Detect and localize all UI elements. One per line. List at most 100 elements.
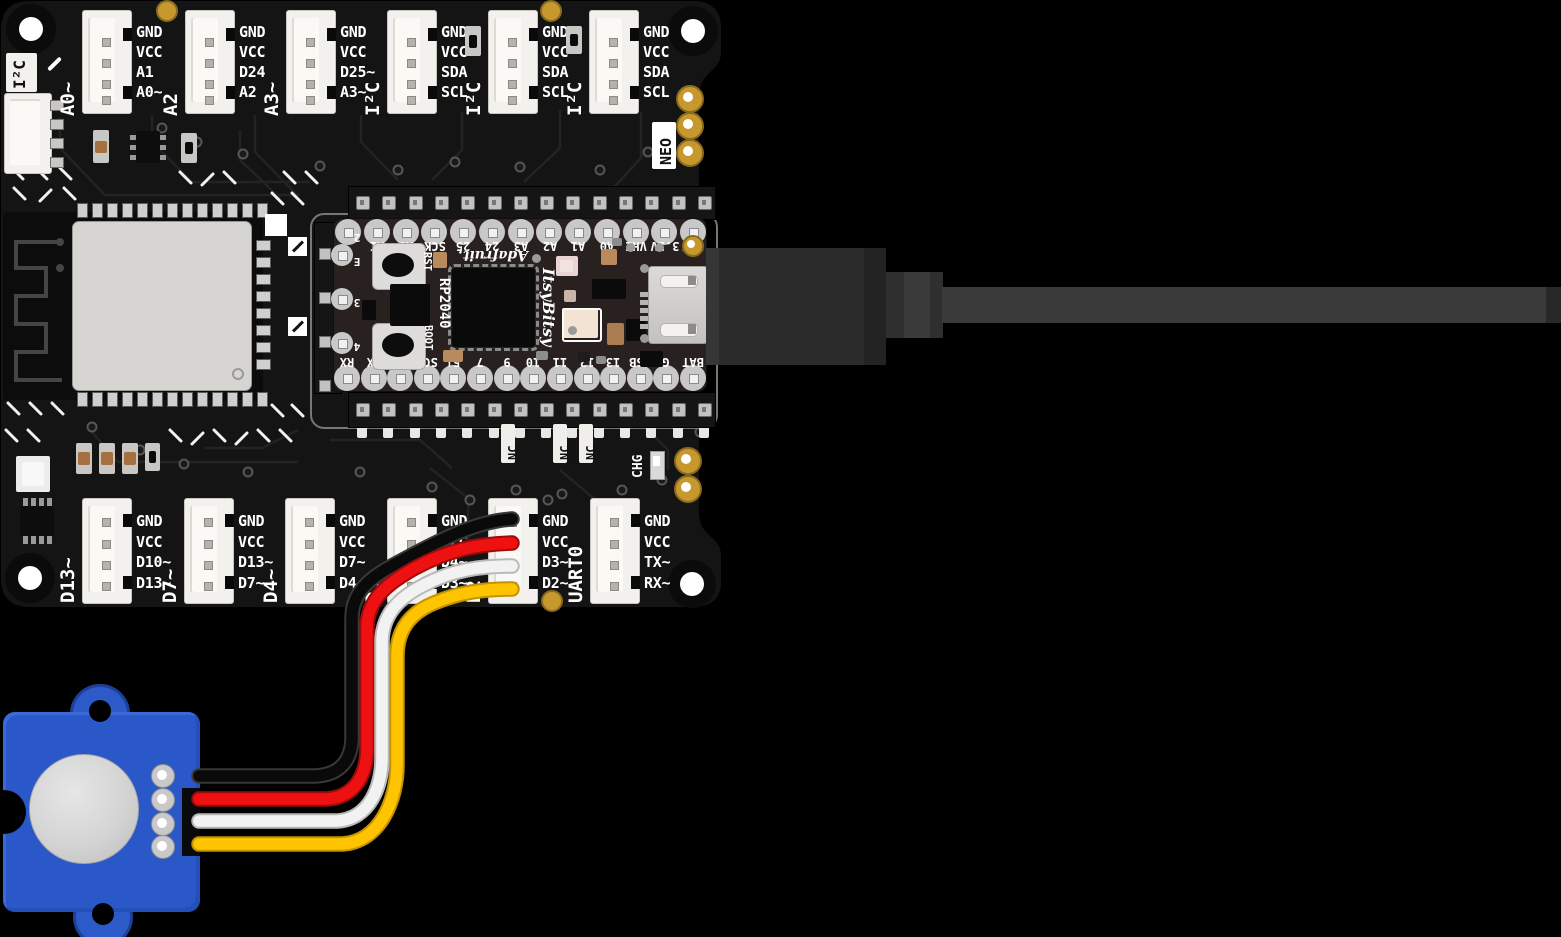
reset-button-cap <box>382 253 414 277</box>
castellation-pad <box>122 392 133 407</box>
itsybitsy-pad-hole <box>338 339 348 349</box>
smd-component <box>560 260 573 272</box>
pin-label: GND <box>340 23 367 41</box>
testpoint <box>640 334 649 343</box>
pin-label: A3~ <box>340 83 367 101</box>
sensor-disc <box>29 754 139 864</box>
castellation-pad <box>137 203 148 218</box>
connector-pin <box>305 561 314 570</box>
itsybitsy-pad-hole <box>372 228 383 238</box>
header-pin-core <box>412 407 417 412</box>
pin-label: VCC <box>239 43 266 61</box>
header-pin-core <box>675 200 680 205</box>
connector-pin <box>407 96 416 105</box>
usb-cable-overmold <box>706 248 886 365</box>
connector-notch <box>225 576 234 589</box>
sensor-tab-top-hole <box>89 700 111 722</box>
header-pin-core <box>570 407 575 412</box>
header-pin-core <box>701 200 706 205</box>
itsybitsy-pad-hole <box>449 374 460 384</box>
socket-pin-tab <box>698 424 709 438</box>
header-pin-core <box>465 407 470 412</box>
nc-pad <box>501 424 515 463</box>
castellation-pad <box>152 392 163 407</box>
header-pin-core <box>570 200 575 205</box>
castellation-pad <box>212 203 223 218</box>
itsybitsy-pad-hole <box>574 228 584 238</box>
pin-label: D24 <box>239 63 266 81</box>
header-pin-core <box>438 200 443 205</box>
connector-pin <box>204 540 213 549</box>
itsybitsy-pad-hole <box>631 228 642 238</box>
itsybitsy-pad-hole <box>635 374 646 384</box>
wire-black <box>193 513 518 782</box>
connector-notch <box>123 514 132 527</box>
smd-component <box>640 351 663 367</box>
testpoint <box>568 326 577 335</box>
connector-pin <box>205 96 214 105</box>
connector-pin <box>306 59 315 68</box>
itsybitsy-pad-hole <box>555 374 566 384</box>
rp2040-chip <box>448 264 539 351</box>
smd-component <box>536 351 548 360</box>
connector-pin <box>102 38 111 47</box>
gold-pad <box>676 139 704 167</box>
castellation-pad <box>256 342 271 353</box>
itsybitsy-pad-hole <box>487 228 498 238</box>
connector-pin <box>50 157 64 168</box>
pin-label: SDA <box>643 63 670 81</box>
itsybitsy-pad-hole <box>502 374 513 384</box>
connector-pin <box>508 80 517 89</box>
socket-pin-tab <box>514 424 525 438</box>
connector-notch <box>225 514 234 527</box>
connector-pin <box>305 518 314 527</box>
chg-led-window <box>653 456 660 466</box>
socket-pin-tab <box>567 424 578 438</box>
castellation-pad <box>167 203 178 218</box>
itsybitsy-pad-hole <box>582 374 593 384</box>
pin-label: D2~ <box>542 574 569 592</box>
connector-pin <box>306 96 315 105</box>
smd-component <box>596 356 606 364</box>
connector-notch <box>631 514 640 527</box>
usb-pin <box>640 316 649 321</box>
pin-label: VCC <box>644 533 671 551</box>
connector-pin <box>508 59 517 68</box>
silkscreen-hatch-marks <box>4 166 319 446</box>
header-pin <box>319 336 331 348</box>
header-pin-core <box>544 200 549 205</box>
sensor-pad-hole-center <box>157 770 167 780</box>
header-pin-core <box>360 407 364 412</box>
smd-component <box>101 452 113 465</box>
itsybitsy-pad-hole <box>338 251 348 261</box>
connector-notch <box>123 86 132 99</box>
smd-component <box>592 279 626 299</box>
pin-label: GND <box>238 512 265 530</box>
itsybitsy-pad-hole <box>529 374 540 384</box>
connector-pin <box>102 59 111 68</box>
testpoint <box>532 254 541 263</box>
pin-label: VCC <box>136 533 163 551</box>
header-pin-core <box>701 407 706 412</box>
pin-label: D7~ <box>339 553 366 571</box>
header-pin-core <box>649 407 654 412</box>
crystal-border <box>562 308 602 342</box>
socket-pin-tab <box>383 424 394 438</box>
socket-pin-tab <box>620 424 630 438</box>
connector-pin <box>508 96 517 105</box>
header-pin <box>319 292 331 304</box>
itsybitsy-pad-hole <box>689 374 700 384</box>
castellation-pad <box>227 203 238 218</box>
usb-pin <box>640 324 649 329</box>
itsybitsy-pad-hole <box>401 228 412 238</box>
castellation-pad <box>92 392 103 407</box>
connector-pin <box>102 561 111 570</box>
socket-pin-tab <box>409 424 420 438</box>
itsybitsy-pad-hole <box>344 228 354 238</box>
smd-component <box>78 452 90 465</box>
chip-pin <box>160 135 166 140</box>
connector-pin <box>204 561 213 570</box>
connector-notch <box>326 576 335 589</box>
connector-pin <box>305 540 314 549</box>
connector-notch <box>123 28 132 41</box>
